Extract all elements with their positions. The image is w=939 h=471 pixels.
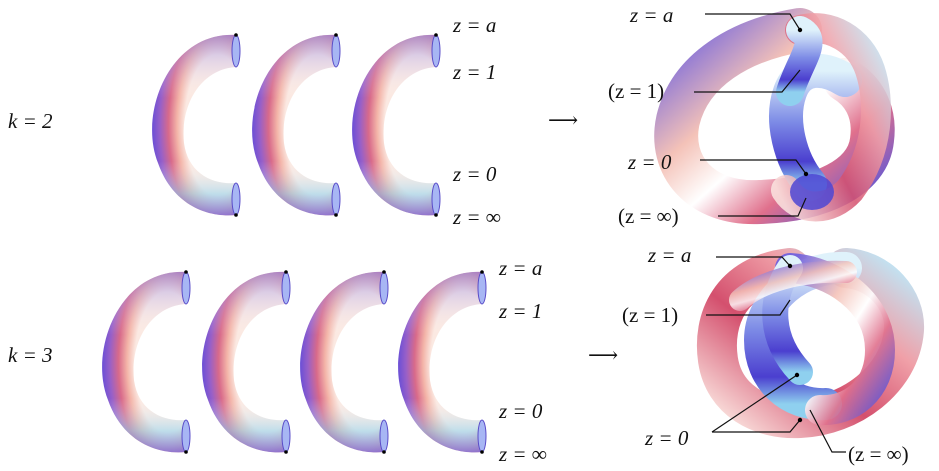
k3-knot-surface [697,248,925,439]
k2-label-z-inf: z = ∞ [452,205,501,229]
k3-arrow: ⟶ [588,343,618,367]
k3-tube-strip [102,270,487,454]
half-torus-tube [202,270,291,454]
row-k2: k = 2 [8,3,895,229]
half-torus-tube [398,270,487,454]
row-k3: k = 3 [8,243,925,466]
k3-result-z-a: z = a [647,243,691,267]
k2-label: k = 2 [8,109,53,133]
k2-result-z-1: (z = 1) [608,79,664,103]
k3-result-z-inf: (z = ∞) [848,442,909,466]
half-torus-tube [352,33,441,217]
k3-label-z-inf: z = ∞ [498,442,547,466]
k3-label-z-1: z = 1 [498,299,542,323]
half-torus-tube [252,33,341,217]
k2-tube-strip [152,33,441,217]
k3-label-z-a: z = a [498,256,542,280]
k2-label-z-1: z = 1 [452,60,496,84]
k3-result-z-0: z = 0 [644,426,689,450]
k3-result-z-1: (z = 1) [622,303,678,327]
k2-label-z-a: z = a [452,13,496,37]
half-torus-tube [300,270,389,454]
k3-label: k = 3 [8,343,53,367]
k2-result-z-inf: (z = ∞) [618,204,679,228]
k2-result-z-a: z = a [629,3,673,27]
half-torus-tube [102,270,191,454]
k2-result-z-0: z = 0 [627,150,672,174]
half-torus-tube [152,33,241,217]
k2-knot-surface [654,8,895,225]
k2-label-z-0: z = 0 [452,162,497,186]
k2-arrow: ⟶ [548,108,578,132]
k3-label-z-0: z = 0 [498,399,543,423]
